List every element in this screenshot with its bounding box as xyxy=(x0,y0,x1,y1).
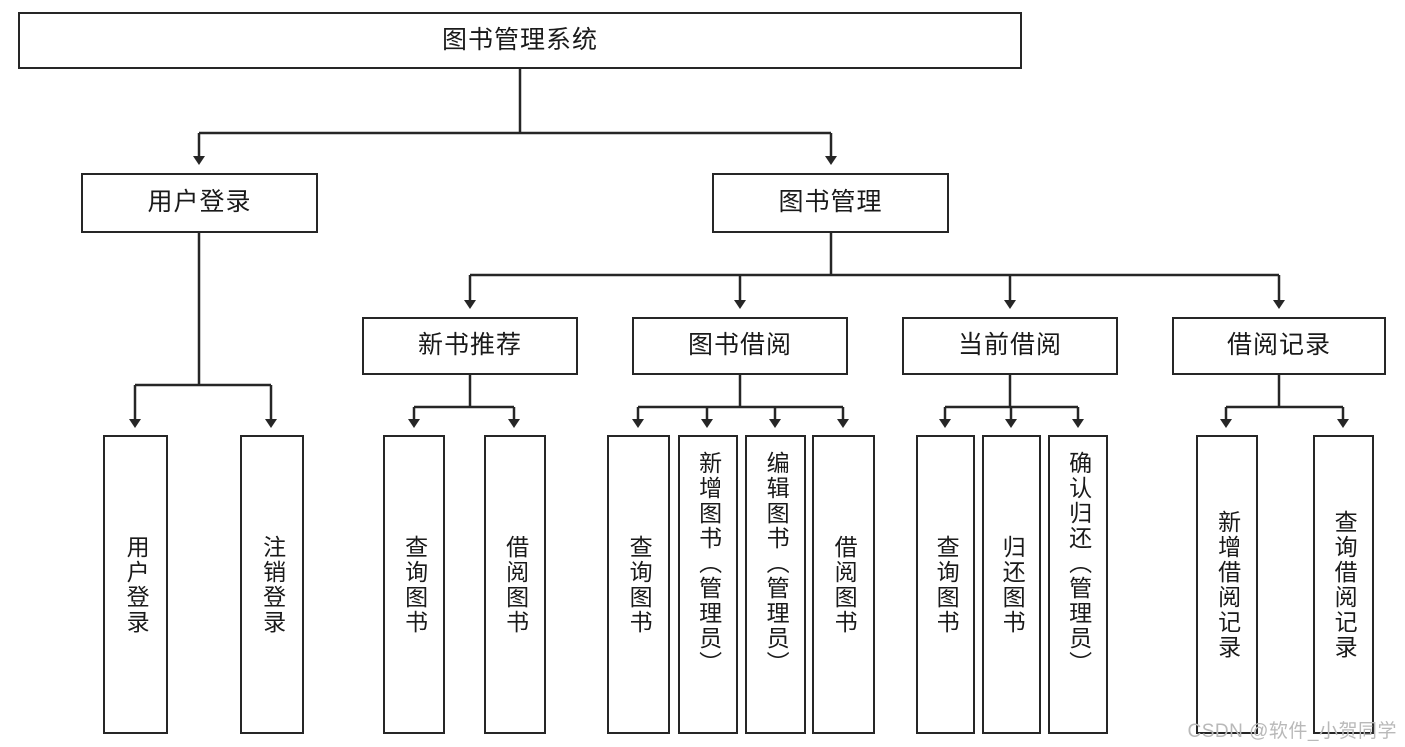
leaf-label: 归还图书 xyxy=(999,534,1026,635)
leaf-confirm-return[interactable]: 确认归还（管理员） xyxy=(1048,435,1108,734)
leaf-label: 借阅图书 xyxy=(831,534,858,635)
leaf-query-book-2[interactable]: 查询图书 xyxy=(607,435,670,734)
node-root[interactable]: 图书管理系统 xyxy=(18,12,1022,69)
node-book-manage[interactable]: 图书管理 xyxy=(712,173,949,233)
leaf-label: 编辑图书（管理员） xyxy=(763,451,790,676)
node-current-borrow[interactable]: 当前借阅 xyxy=(902,317,1118,375)
leaf-label: 注销登录 xyxy=(259,534,286,635)
leaf-add-book[interactable]: 新增图书（管理员） xyxy=(678,435,738,734)
node-new-book-recommend[interactable]: 新书推荐 xyxy=(362,317,578,375)
leaf-label: 新增借阅记录 xyxy=(1214,509,1241,660)
leaf-query-book-1[interactable]: 查询图书 xyxy=(383,435,445,734)
leaf-edit-book[interactable]: 编辑图书（管理员） xyxy=(745,435,806,734)
leaf-label: 新增图书（管理员） xyxy=(695,451,722,676)
leaf-borrow-book-1[interactable]: 借阅图书 xyxy=(484,435,546,734)
leaf-label: 查询图书 xyxy=(933,534,960,635)
leaf-add-borrow-record[interactable]: 新增借阅记录 xyxy=(1196,435,1258,734)
leaf-query-book-3[interactable]: 查询图书 xyxy=(916,435,975,734)
leaf-query-borrow-record[interactable]: 查询借阅记录 xyxy=(1313,435,1374,734)
leaf-label: 用户登录 xyxy=(123,534,150,635)
leaf-label: 借阅图书 xyxy=(502,534,529,635)
leaf-label: 查询借阅记录 xyxy=(1331,509,1358,660)
leaf-return-book[interactable]: 归还图书 xyxy=(982,435,1041,734)
leaf-user-login[interactable]: 用户登录 xyxy=(103,435,168,734)
node-user-login[interactable]: 用户登录 xyxy=(81,173,318,233)
node-book-borrow[interactable]: 图书借阅 xyxy=(632,317,848,375)
leaf-borrow-book-2[interactable]: 借阅图书 xyxy=(812,435,875,734)
node-borrow-record[interactable]: 借阅记录 xyxy=(1172,317,1386,375)
leaf-logout[interactable]: 注销登录 xyxy=(240,435,304,734)
leaf-label: 查询图书 xyxy=(626,534,653,635)
leaf-label: 查询图书 xyxy=(401,534,428,635)
leaf-label: 确认归还（管理员） xyxy=(1065,451,1092,676)
